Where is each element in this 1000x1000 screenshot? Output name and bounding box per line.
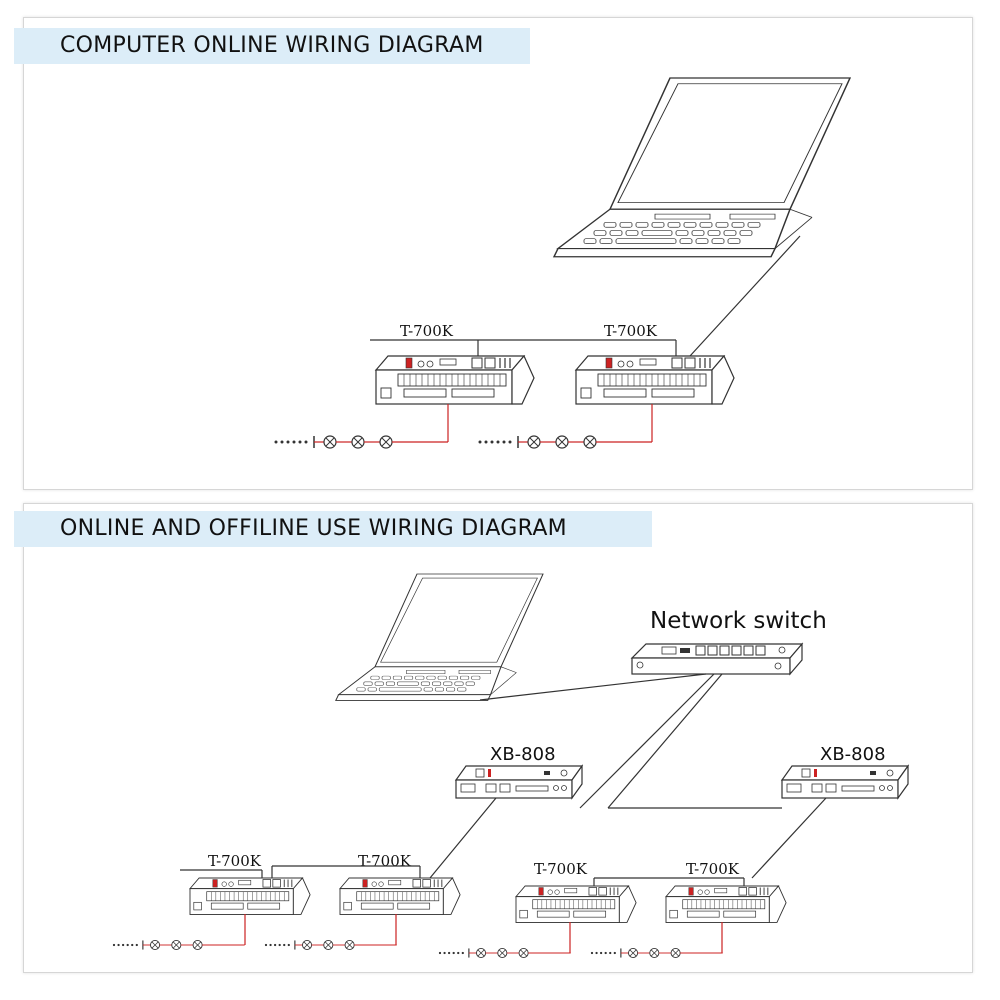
section-title-bottom: ONLINE AND OFFILINE USE WIRING DIAGRAM xyxy=(14,511,652,547)
player-icon xyxy=(781,765,909,799)
section-title-top: COMPUTER ONLINE WIRING DIAGRAM xyxy=(14,28,530,64)
controller-icon xyxy=(665,885,787,923)
device-label-t700k: T-700K xyxy=(400,322,454,340)
player-icon xyxy=(455,765,583,799)
led-string-icon xyxy=(273,435,449,449)
controller-icon xyxy=(339,877,461,915)
network-switch-label: Network switch xyxy=(650,608,827,634)
device-label-xb808: XB-808 xyxy=(820,744,886,765)
controller-icon xyxy=(515,885,637,923)
device-label-t700k: T-700K xyxy=(534,860,588,878)
device-label-xb808: XB-808 xyxy=(490,744,556,765)
led-string-icon xyxy=(438,947,572,959)
controller-icon xyxy=(189,877,311,915)
laptop-icon xyxy=(553,77,851,258)
controller-icon xyxy=(375,355,535,405)
laptop-icon xyxy=(335,573,544,701)
controller-icon xyxy=(575,355,735,405)
led-string-icon xyxy=(590,947,724,959)
network-switch-icon xyxy=(631,643,803,675)
led-string-icon xyxy=(264,939,398,951)
led-string-icon xyxy=(477,435,653,449)
device-label-t700k: T-700K xyxy=(208,852,262,870)
led-string-icon xyxy=(112,939,246,951)
device-label-t700k: T-700K xyxy=(358,852,412,870)
device-label-t700k: T-700K xyxy=(686,860,740,878)
device-label-t700k: T-700K xyxy=(604,322,658,340)
